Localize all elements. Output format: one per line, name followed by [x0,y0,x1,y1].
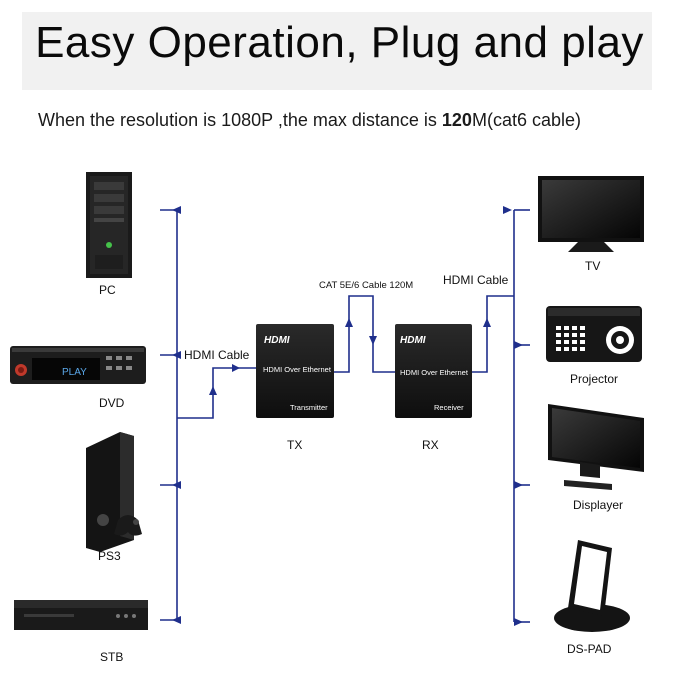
display-label-projector: Projector [570,372,618,386]
tx-transmitter: HDMI HDMI Over Ethernet Transmitter [256,324,334,418]
source-label-stb: STB [100,650,123,664]
arrows [172,206,523,626]
hdmi-from-rx-line [472,295,514,373]
arrow-stb [172,616,181,624]
source-label-ps3: PS3 [98,549,121,563]
set-top-box-icon [14,600,148,630]
rx-line1: HDMI Over Ethernet [400,368,469,377]
projector-icon [546,306,642,362]
rx-box [395,324,472,418]
cable-label-left: HDMI Cable [184,348,250,362]
dvd-player-icon: PLAY [10,346,146,384]
tx-line1: HDMI Over Ethernet [263,365,332,374]
subtitle-prefix: When the resolution is 1080P ,the max di… [38,110,442,130]
arrow-dvd [172,351,181,359]
display-label-displayer: Displayer [573,498,623,512]
source-label-dvd: DVD [99,396,125,410]
arrow-pc [172,206,181,214]
tx-hdmi-logo: HDMI [264,335,290,346]
arrow-rx-out-up [483,318,491,327]
arrow-cat-down [369,336,377,345]
subtitle: When the resolution is 1080P ,the max di… [38,110,581,131]
pc-tower-icon [86,172,132,278]
arrow-projector [514,341,523,349]
tx-label: TX [287,438,302,452]
game-console-icon [86,432,142,552]
source-label-pc: PC [99,283,116,297]
rx-receiver: HDMI HDMI Over Ethernet Receiver [395,324,472,418]
display-label-tv: TV [585,259,600,273]
cat-cable-line [334,295,395,373]
arrow-displayer [514,481,523,489]
tv-icon [538,176,644,252]
monitor-icon [548,404,644,490]
tx-box [256,324,334,418]
rx-label: RX [422,438,439,452]
wiring [160,209,530,623]
tx-line2: Transmitter [290,403,328,412]
arrow-dspad [514,618,523,626]
page-title: Easy Operation, Plug and play [35,18,644,67]
arrow-hdmi-up [209,386,217,395]
display-label-dspad: DS-PAD [567,642,612,656]
rx-line2: Receiver [434,403,464,412]
title-banner [22,12,652,90]
dvd-screen-text: PLAY [62,367,87,378]
arrow-tv [503,206,512,214]
arrow-tx-in [232,364,240,372]
tablet-stand-icon [554,540,630,632]
arrow-ps3 [172,481,181,489]
cable-label-middle: CAT 5E/6 Cable 120M [319,280,413,291]
subtitle-suffix: M(cat6 cable) [471,110,581,130]
rx-hdmi-logo: HDMI [400,335,426,346]
hdmi-to-tx-line [177,367,256,419]
subtitle-distance: 120 [441,110,472,130]
cable-label-right: HDMI Cable [443,273,509,287]
arrow-cat-up [345,318,353,327]
